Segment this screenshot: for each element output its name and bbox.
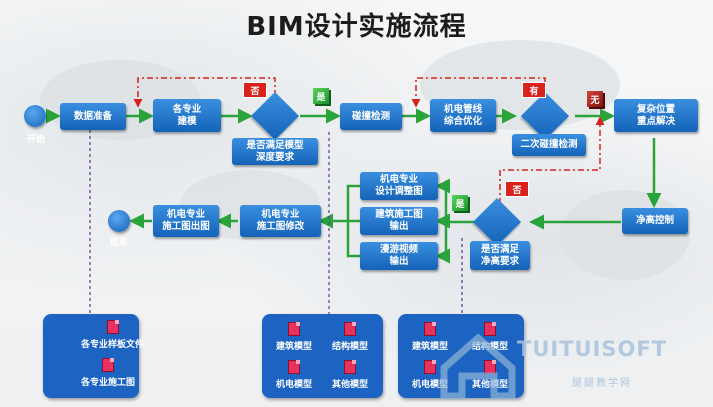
- tag-none: 无: [587, 91, 603, 107]
- document-icon: [344, 360, 356, 374]
- file-item: 机电模型: [276, 360, 312, 390]
- feedback-loop-3: [499, 116, 605, 204]
- feedback-loop-1: [133, 77, 276, 108]
- file-item: 机电模型: [412, 360, 448, 390]
- node-clash-check: 碰撞检测: [340, 103, 402, 130]
- document-icon: [288, 322, 300, 336]
- document-icon: [288, 360, 300, 374]
- node-second-clash: 二次碰撞检测: [512, 134, 586, 156]
- node-complex-solve: 复杂位置 重点解决: [614, 99, 698, 132]
- file-item: 建筑模型: [412, 322, 448, 352]
- decision-label-2: 是否满足 净高要求: [470, 241, 530, 270]
- document-icon: [484, 322, 496, 336]
- document-icon: [102, 358, 114, 372]
- watermark-sub: 腿腿教学网: [572, 378, 632, 389]
- file-item: 各专业施工图: [81, 358, 135, 388]
- document-icon: [106, 320, 119, 334]
- start-circle: [24, 105, 46, 127]
- node-arch-output: 建筑施工图 输出: [360, 207, 438, 235]
- watermark-brand: TUITUISOFT: [517, 337, 668, 361]
- tag-has: 有: [522, 82, 546, 98]
- decision-label-1: 是否满足模型 深度要求: [232, 138, 318, 165]
- file-item: 其他模型: [332, 360, 368, 390]
- tag-yes-1: 是: [313, 88, 329, 104]
- file-item: 结构模型: [332, 322, 368, 352]
- map-bg: [560, 190, 690, 280]
- end-label: 结束: [109, 238, 128, 248]
- node-modeling: 各专业 建模: [153, 99, 221, 132]
- file-item: 各专业样板文件: [81, 320, 144, 350]
- tag-yes-2: 是: [452, 195, 468, 211]
- node-drawing-modify: 机电专业 施工图修改: [240, 205, 321, 237]
- tag-no-1: 否: [243, 82, 267, 98]
- end-circle: [108, 210, 130, 232]
- node-net-height: 净高控制: [622, 208, 688, 234]
- node-mep-adjust: 机电专业 设计调整图: [360, 172, 438, 200]
- node-walkthrough: 漫游视频 输出: [360, 242, 438, 270]
- tag-no-2: 否: [505, 181, 529, 197]
- document-icon: [424, 322, 436, 336]
- start-label: 开始: [26, 135, 45, 145]
- node-data-prep: 数据准备: [60, 103, 126, 130]
- node-mep-optimize: 机电管线 综合优化: [430, 99, 496, 132]
- panel-templates: 各专业样板文件 各专业施工图: [43, 314, 144, 398]
- file-item: 建筑模型: [276, 322, 312, 352]
- panel-models-1: 建筑模型 结构模型 机电模型 其他模型: [262, 314, 383, 398]
- watermark-logo-icon: [440, 333, 516, 400]
- document-icon: [344, 322, 356, 336]
- document-icon: [424, 360, 436, 374]
- node-drawing-output: 机电专业 施工图出图: [153, 205, 219, 237]
- page-title: BIM设计实施流程: [246, 12, 467, 42]
